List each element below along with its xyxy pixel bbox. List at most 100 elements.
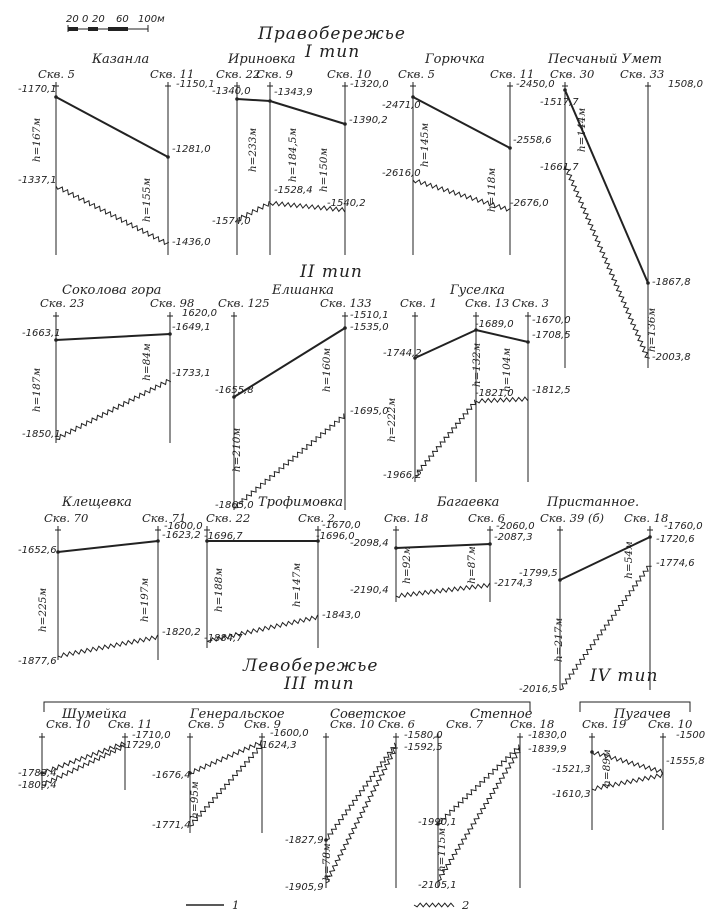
top-value: -1744,2 (383, 348, 422, 359)
bottom-surface-wavy (591, 772, 664, 792)
thickness-label: h=167м (31, 118, 43, 162)
heading-type-ii: II тип (299, 262, 363, 282)
well-label: Скв. 18 (624, 511, 668, 525)
thickness-label: h=84м (141, 343, 153, 381)
thickness-label: h=210м (231, 428, 243, 472)
thickness-label: h=89м (601, 749, 613, 787)
top-surface-wavy (325, 742, 397, 841)
heading-type-iii: III тип (283, 674, 355, 694)
top-value: -2471,0 (382, 100, 421, 111)
bottom-value: -1436,0 (172, 237, 211, 248)
top-surface-line (475, 329, 529, 343)
top-value: -1663,1 (22, 328, 61, 339)
top-value: -1390,2 (349, 115, 388, 126)
top-surface-line (55, 333, 171, 341)
bottom-value: -2105,1 (418, 880, 457, 891)
bottom-surface-wavy (57, 634, 159, 659)
bottom-value: -2003,8 (652, 352, 691, 363)
bottom-surface-wavy (189, 743, 263, 827)
well-label: Скв. 125 (218, 296, 270, 310)
well-label: Скв. 5 (38, 67, 75, 81)
thickness-label: h=160м (321, 348, 333, 392)
well-label: Скв. 9 (244, 717, 281, 731)
bottom-value: -1905,9 (285, 882, 324, 893)
bottom-value: -2174,3 (494, 578, 533, 589)
top-value: -1170,1 (18, 84, 57, 95)
panel-title: Горючка (424, 52, 485, 67)
panel-title: Елшанка (271, 283, 334, 298)
well-label: Скв. 18 (510, 717, 554, 731)
thickness-label: h=233м (247, 128, 259, 172)
scale-bar: 20 0 20 60 100м (66, 14, 165, 32)
datum-value: -1320,0 (350, 79, 389, 90)
thickness-label: h=104м (501, 348, 513, 392)
bottom-value: -2190,4 (350, 585, 389, 596)
panel-title: Песчаный Умет (547, 52, 662, 67)
top-value: -1696,7 (204, 531, 243, 542)
datum-value: 1508,0 (668, 79, 703, 90)
bottom-surface-wavy (269, 200, 346, 213)
top-value: -1517,7 (540, 97, 579, 108)
well-label: Скв. 98 (150, 296, 194, 310)
well-label: Скв. 1 (400, 296, 437, 310)
bottom-value: -1812,5 (532, 385, 571, 396)
legend-key-2: 2 (461, 898, 469, 912)
top-surface-line (395, 543, 491, 549)
panel-title: Советское (330, 707, 406, 722)
top-value: -1655,8 (215, 385, 254, 396)
bottom-surface-wavy (412, 179, 511, 212)
top-value: -1623,2 (162, 530, 201, 541)
well-label: Скв. 10 (46, 717, 90, 731)
thickness-label: h=87м (466, 546, 478, 584)
top-surface-line (233, 327, 346, 398)
bottom-value: -1540,2 (327, 198, 366, 209)
bottom-surface-wavy (395, 582, 491, 599)
thickness-label: h=92м (401, 546, 413, 584)
top-surface-line (564, 89, 649, 284)
thickness-label: h=225м (37, 588, 49, 632)
bottom-value: -1809,4 (18, 780, 57, 791)
bottom-surface-wavy (206, 614, 319, 643)
thickness-label: h=155м (141, 178, 153, 222)
thickness-label: h=147м (291, 563, 303, 607)
datum-value: -1150,1 (176, 79, 215, 90)
heading-type-iv: IV тип (589, 666, 658, 686)
panel-title: Шумейка (61, 707, 127, 722)
top-surface-line (559, 536, 651, 581)
top-value: -1340,0 (212, 86, 251, 97)
datum-value: -1510,1 (350, 310, 389, 321)
well-label: Скв. 6 (468, 511, 505, 525)
bottom-value: -1661,7 (540, 162, 579, 173)
well-label: Скв. 9 (256, 67, 293, 81)
bottom-surface-wavy (236, 201, 270, 221)
panel-title: Генеральское (189, 707, 285, 722)
well-label: Скв. 5 (188, 717, 225, 731)
panel-title: Клещевка (61, 495, 132, 510)
bottom-value: -1820,2 (162, 627, 201, 638)
top-value: -2558,6 (513, 135, 552, 146)
panel-11: Пристанное.Скв. 39 (б)-1799,5-2016,5h=21… (519, 495, 703, 695)
bottom-value: -1695,0 (350, 406, 389, 417)
bottom-surface-wavy (559, 565, 652, 691)
well-label: Скв. 10 (327, 67, 371, 81)
bottom-value: -1884,7 (204, 633, 243, 644)
top-surface-wavy (437, 744, 520, 825)
top-surface-line (236, 98, 271, 102)
top-value: -1867,8 (652, 277, 691, 288)
thickness-label: h=54м (623, 541, 635, 579)
well-label: Скв. 7 (446, 717, 484, 731)
top-value: -1720,6 (656, 534, 695, 545)
bottom-value: -1865,0 (215, 500, 254, 511)
top-value: -1343,9 (274, 87, 313, 98)
well-label: Скв. 11 (108, 717, 152, 731)
top-value: -1592,5 (404, 742, 443, 753)
datum-value: -1710,0 (132, 730, 171, 741)
